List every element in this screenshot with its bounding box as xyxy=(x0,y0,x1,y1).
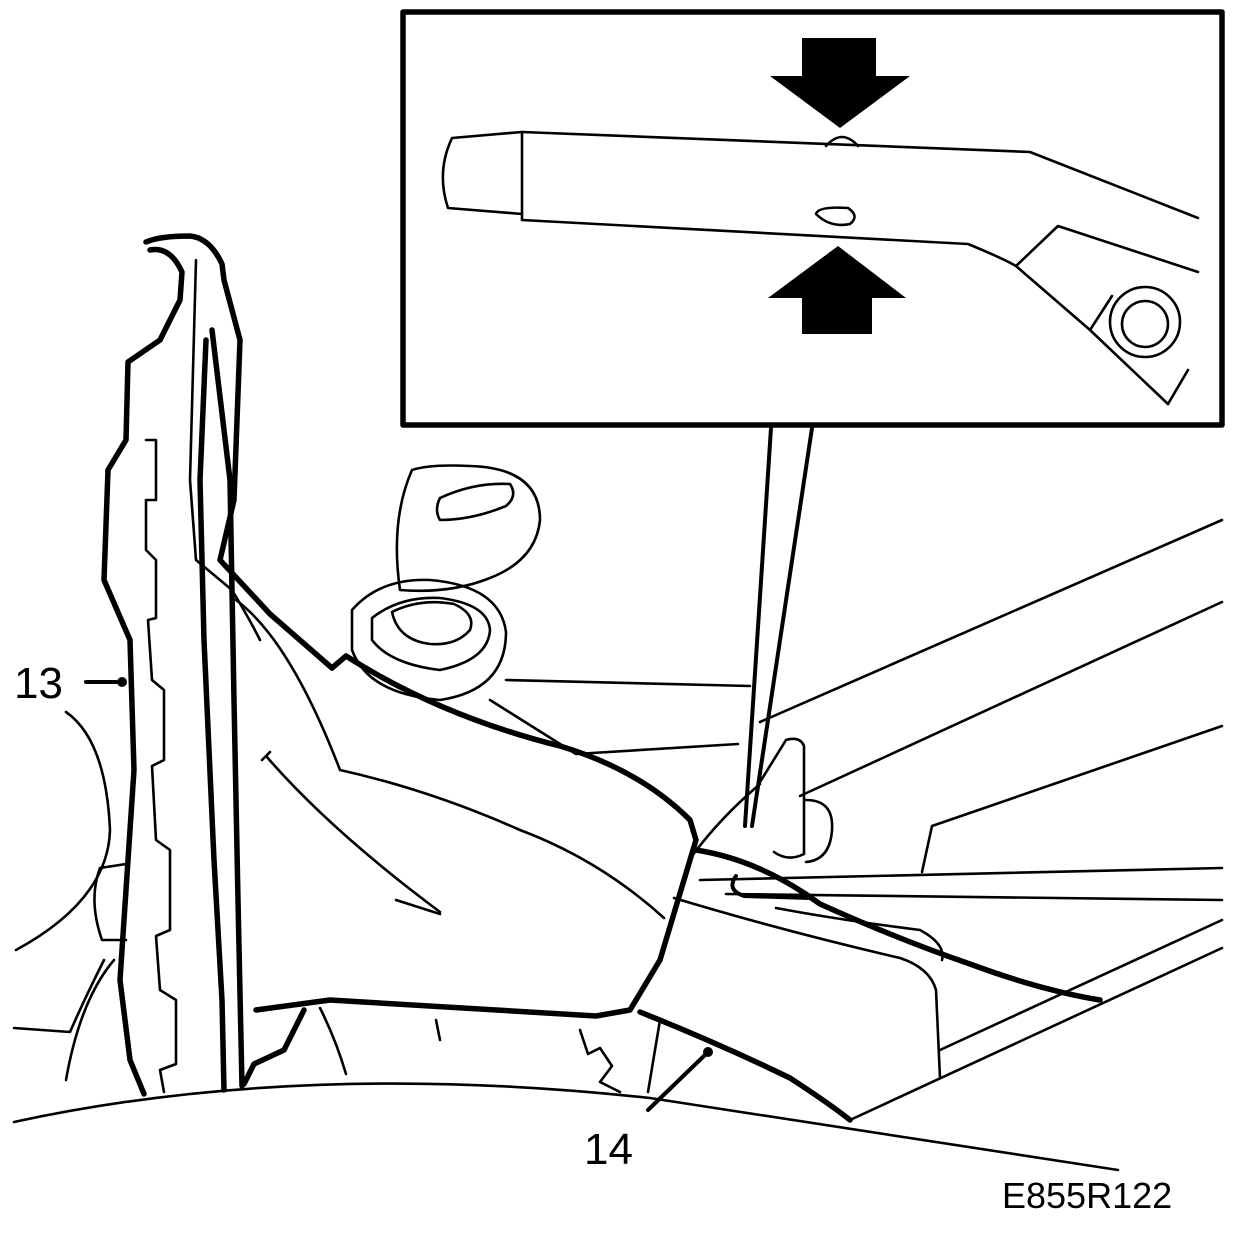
gear-boot-base xyxy=(488,678,752,756)
floor-contour xyxy=(12,1082,1120,1172)
console-cover xyxy=(234,598,1103,1123)
console-inner-lines xyxy=(260,750,442,1076)
lever-pivot-inner xyxy=(1120,299,1170,349)
console-bracket xyxy=(578,1018,662,1094)
handbrake-shaft-end xyxy=(730,874,812,900)
floor-rails xyxy=(758,518,1224,1122)
figure-code: E855R122 xyxy=(1002,1175,1173,1216)
seat-contour xyxy=(12,710,116,1082)
leader-13-dot xyxy=(117,677,127,687)
console-top-edge xyxy=(693,847,1103,1003)
inset-leader-left xyxy=(743,426,773,828)
trim-panel xyxy=(93,233,349,1097)
gear-boot-ring xyxy=(350,578,508,702)
trim-panel-inner-edge xyxy=(197,327,245,1093)
console-inner-ridge xyxy=(672,896,942,1080)
detail-inset xyxy=(400,9,1225,828)
handbrake-button xyxy=(804,798,834,864)
lever-grip-end xyxy=(441,130,524,216)
lever-slot xyxy=(814,206,856,227)
console-side xyxy=(637,1009,853,1123)
callout-label-13: 13 xyxy=(14,659,63,708)
arrow-down-icon xyxy=(770,38,910,128)
trim-panel-front xyxy=(101,246,185,1097)
trim-panel-outer xyxy=(143,233,349,671)
inset-frame xyxy=(400,9,1225,428)
callout-leaders xyxy=(84,677,713,1112)
lever-pivot-outer xyxy=(1108,285,1182,359)
console-groove xyxy=(234,598,666,920)
gear-knob-slot xyxy=(435,482,515,522)
leader-14-dot xyxy=(703,1047,713,1057)
lever-body xyxy=(520,130,1200,406)
gear-boot-ring-core xyxy=(390,600,473,646)
arrow-up-icon xyxy=(768,246,906,334)
gear-lever xyxy=(350,464,752,756)
leader-14 xyxy=(646,1052,708,1112)
gear-knob xyxy=(395,464,542,593)
seat-rail-right xyxy=(920,724,1224,874)
main-view xyxy=(12,233,1224,1172)
trim-panel-base xyxy=(241,1007,307,1087)
console-trim xyxy=(774,906,944,962)
gear-boot-ring-inner xyxy=(370,596,492,672)
inset-lever xyxy=(441,130,1200,406)
console-outline xyxy=(253,653,699,1019)
callout-label-14: 14 xyxy=(584,1125,633,1174)
lever-release-button xyxy=(824,135,860,148)
lever-pivot-mount xyxy=(1088,294,1190,406)
inset-leader-right xyxy=(750,426,814,828)
trim-panel-notches xyxy=(144,438,178,1094)
handbrake-shaft xyxy=(690,782,1224,902)
handbrake-grip xyxy=(758,737,806,859)
